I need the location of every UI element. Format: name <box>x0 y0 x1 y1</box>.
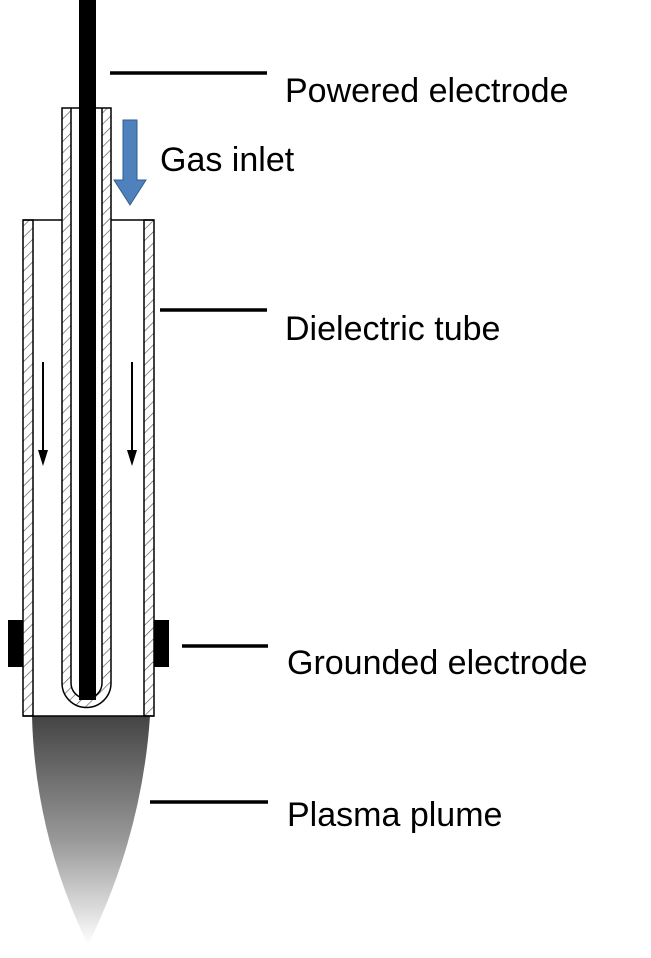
label-dielectric-tube: Dielectric tube <box>285 310 500 348</box>
flow-arrow-left-icon <box>38 362 48 466</box>
plasma-plume <box>32 716 150 945</box>
flow-arrow-right-icon <box>127 362 137 466</box>
label-grounded-electrode: Grounded electrode <box>287 644 588 682</box>
grounded-electrode-left <box>8 620 23 667</box>
powered-electrode-rod <box>79 0 96 700</box>
grounded-electrode-right <box>154 620 169 667</box>
outer-tube-left-wall <box>22 219 34 717</box>
label-plasma-plume: Plasma plume <box>287 796 502 834</box>
gas-inlet-arrow-icon <box>113 119 147 206</box>
outer-tube-right-wall <box>143 219 155 717</box>
label-gas-inlet: Gas inlet <box>160 141 295 179</box>
label-powered-electrode: Powered electrode <box>285 72 569 110</box>
